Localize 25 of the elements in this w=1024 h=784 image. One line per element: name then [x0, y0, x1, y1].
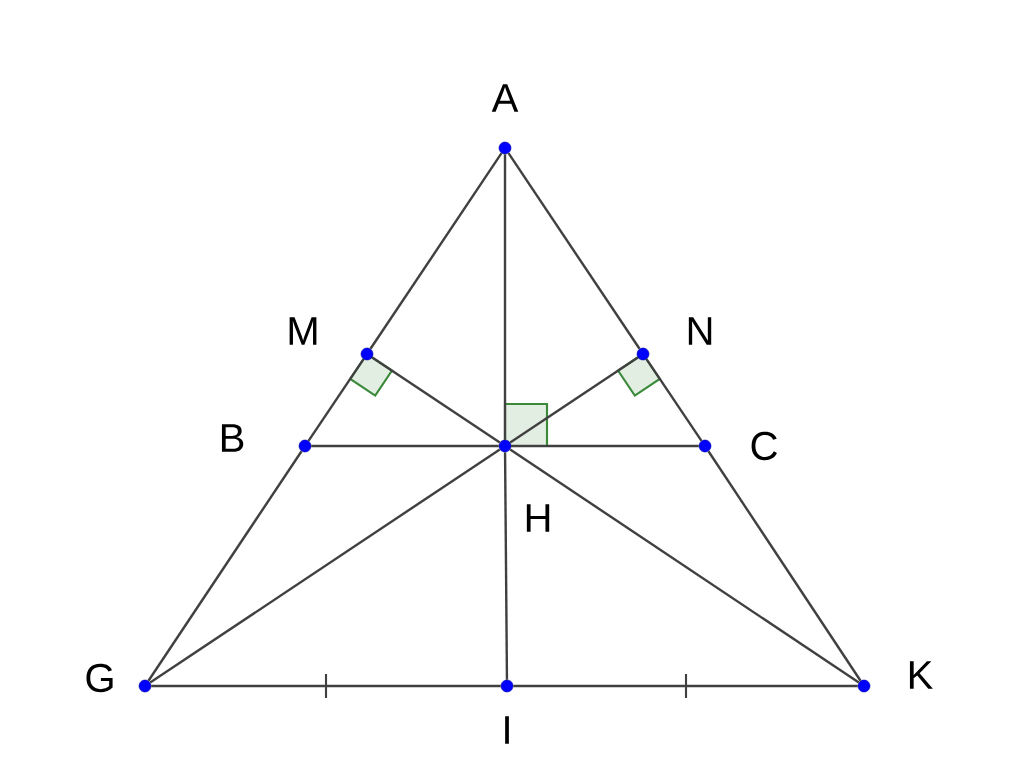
line-segment	[369, 152, 503, 350]
line-segment	[149, 448, 501, 684]
point-label: M	[289, 317, 317, 345]
line-segment	[509, 448, 860, 684]
line-segment	[707, 450, 862, 682]
point-label: G	[86, 663, 113, 693]
line-segment	[645, 358, 703, 442]
line-segment	[147, 450, 303, 682]
point-label: C	[751, 431, 777, 461]
line-segment	[503, 154, 507, 440]
line-segment	[151, 684, 501, 688]
line-segment	[507, 152, 641, 350]
point-label: A	[491, 84, 519, 112]
line-segment	[509, 356, 639, 444]
point-label: I	[505, 716, 509, 744]
line-segment	[371, 356, 501, 444]
line-segment	[307, 358, 365, 442]
line-segment	[513, 684, 858, 688]
point-label: N	[688, 317, 712, 345]
line-segment	[503, 452, 509, 680]
line-segment	[311, 444, 499, 448]
point-label: H	[526, 504, 550, 532]
line-segment	[511, 444, 699, 448]
point-label: B	[221, 424, 244, 452]
point-label: K	[909, 661, 933, 689]
